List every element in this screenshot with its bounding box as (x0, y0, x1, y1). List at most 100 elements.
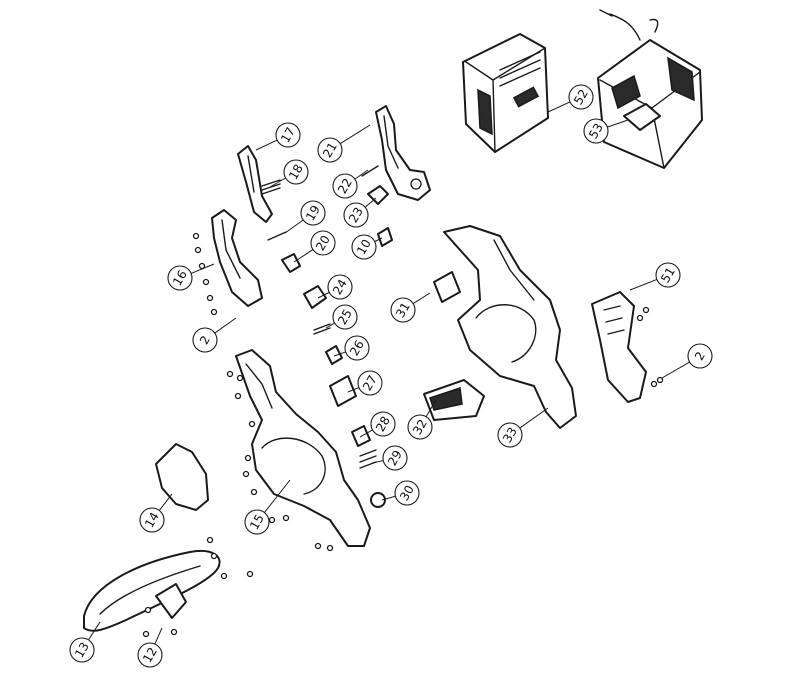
callout-circle (244, 509, 270, 535)
callout-circle (370, 411, 396, 437)
callout-number: 29 (385, 448, 405, 468)
callout-circle (407, 414, 433, 440)
battery-cover (591, 291, 647, 403)
screw-set (142, 232, 664, 638)
callout-leader-line (519, 407, 549, 429)
callout-leader-line (255, 139, 278, 151)
callout-circle (568, 84, 594, 110)
callout-circle (332, 304, 358, 330)
callout-leader-line (317, 291, 330, 299)
callout-number: 32 (410, 417, 430, 437)
callout-number: 18 (286, 162, 306, 182)
callout-circle (357, 370, 383, 396)
callout-circle (300, 200, 326, 226)
callout-circle (687, 343, 713, 369)
callout-number: 16 (170, 268, 190, 288)
callout-circle (167, 265, 193, 291)
block-31 (433, 271, 461, 303)
callout-circle (283, 159, 309, 185)
callout-leader-line (607, 119, 629, 128)
callout-leader-line (629, 278, 658, 291)
handle-bracket (155, 583, 187, 619)
part-27 (329, 375, 357, 407)
callout-leader-line (88, 621, 101, 641)
callout-leader-line (425, 399, 437, 417)
callout-number: 24 (330, 277, 350, 297)
callout-circle (382, 445, 408, 471)
callout-leader-line (214, 317, 237, 334)
callout-number: 22 (335, 176, 355, 196)
callout-circle (327, 274, 353, 300)
callout-leader-line (339, 124, 371, 145)
callout-leader-line (154, 627, 163, 645)
callout-number: 25 (335, 307, 355, 327)
callout-circle (317, 137, 343, 163)
callout-number: 23 (346, 205, 366, 225)
callout-number: 15 (247, 512, 267, 532)
callout-circle (394, 480, 420, 506)
clip-20 (281, 253, 301, 273)
spring-19 (267, 231, 287, 241)
callout-number: 27 (360, 373, 380, 393)
callout-leader-line (264, 479, 291, 513)
callout-circle (655, 262, 681, 288)
callout-number: 31 (393, 300, 413, 320)
callout-circle (69, 637, 95, 663)
callout-number: 52 (571, 87, 591, 107)
callout-circle (137, 642, 163, 668)
callout-number: 21 (320, 140, 340, 160)
callout-circle (344, 335, 370, 361)
callout-circle (310, 230, 336, 256)
spring-25 (313, 323, 331, 335)
callout-number: 30 (397, 483, 417, 503)
trigger-part (237, 145, 273, 223)
battery-pack (462, 33, 549, 153)
callout-leader-line (333, 351, 346, 357)
rear-handle (83, 550, 221, 632)
callout-number: 10 (354, 237, 374, 257)
callout-leader-line (190, 263, 215, 274)
callout-circle (583, 118, 609, 144)
callout-leader-line (359, 429, 373, 438)
callout-leader-line (364, 197, 377, 208)
main-housing (235, 349, 371, 547)
bushing-30 (370, 492, 386, 508)
small-part-23 (367, 185, 389, 205)
callout-number: 33 (500, 425, 520, 445)
callout-leader-line (371, 460, 384, 464)
callout-leader-line (412, 292, 431, 305)
callout-leader-line (293, 249, 314, 263)
callout-leader-line (158, 493, 173, 511)
callout-leader-line (269, 177, 286, 188)
callout-leader-line (354, 169, 369, 180)
callout-leader-line (347, 387, 360, 393)
guard (155, 443, 209, 511)
callout-number: 28 (373, 414, 393, 434)
callout-number: 26 (347, 338, 367, 358)
callout-circle (343, 202, 369, 228)
battery-charger (597, 9, 703, 169)
callout-circle (497, 422, 523, 448)
callout-number: 17 (278, 125, 298, 145)
pin-22 (361, 165, 379, 177)
motor-switch (423, 379, 485, 421)
callout-circle (192, 327, 218, 353)
callout-circle (332, 173, 358, 199)
callout-number: 13 (72, 640, 92, 660)
handle-half (375, 105, 431, 201)
auxiliary-handle (211, 209, 263, 307)
part-26 (325, 345, 343, 365)
callout-number: 51 (658, 265, 678, 285)
callout-leader-line (374, 237, 383, 243)
housing-half (443, 225, 577, 429)
button-10 (377, 227, 393, 247)
spring-29 (359, 449, 377, 469)
callout-circle (390, 297, 416, 323)
callout-leader-line (661, 361, 690, 379)
callout-leader-line (325, 322, 335, 329)
callout-circle (351, 234, 377, 260)
callout-circle (275, 122, 301, 148)
callout-number: 20 (313, 233, 333, 253)
